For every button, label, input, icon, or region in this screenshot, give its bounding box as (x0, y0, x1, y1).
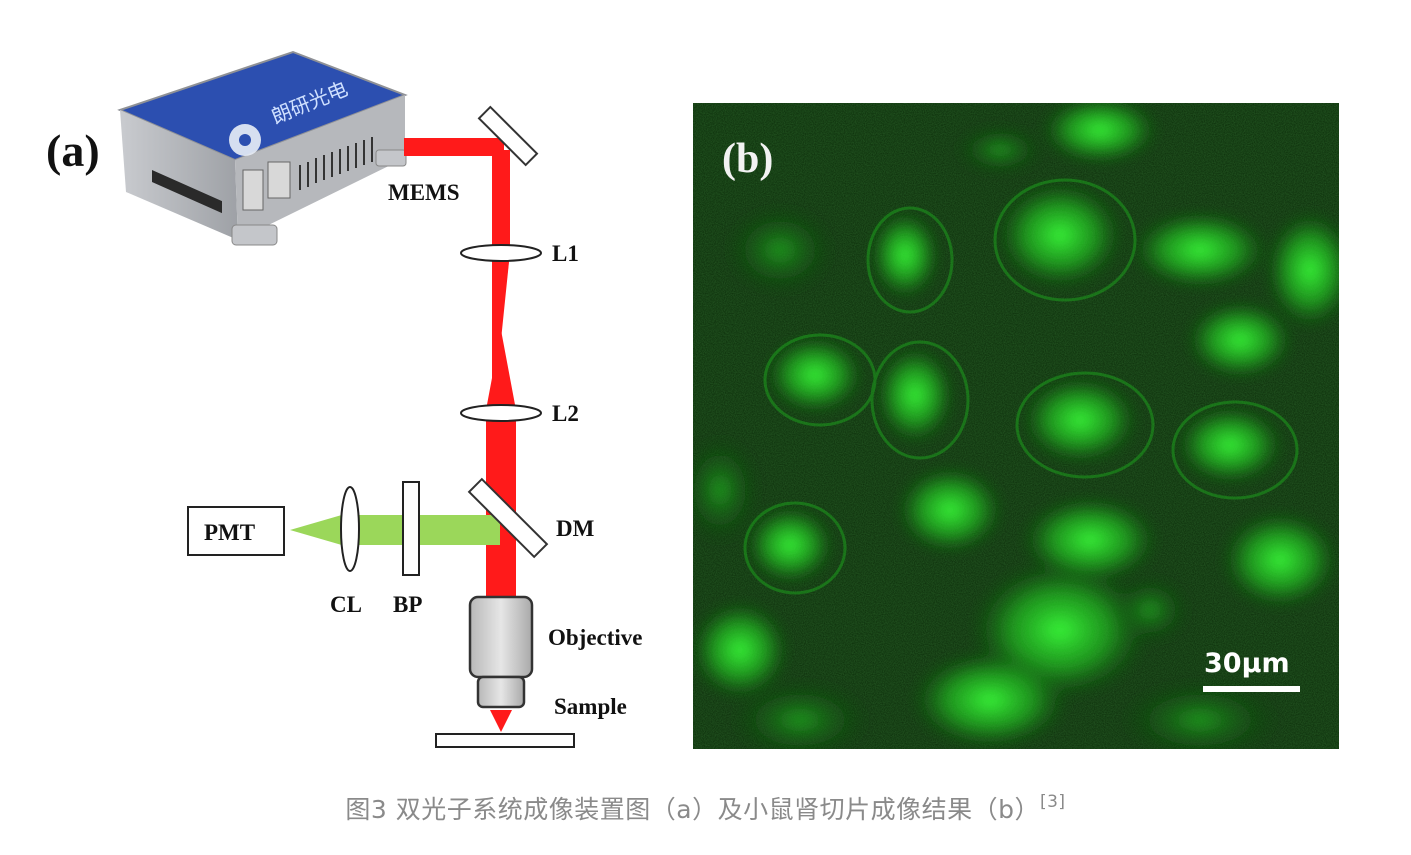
cl-label: CL (330, 592, 362, 617)
pmt-box (187, 506, 285, 556)
pmt-label: PMT (204, 520, 255, 545)
fluorescence-cone (290, 512, 352, 548)
panel-a: (a) 朗研光电 (46, 50, 643, 748)
figure-caption: 图3 双光子系统成像装置图（a）及小鼠肾切片成像结果（b）[3] (0, 790, 1411, 826)
objective-lens (468, 595, 534, 732)
mems-mirror (477, 105, 539, 167)
l1-label: L1 (552, 241, 579, 266)
figure: (a) 朗研光电 (46, 50, 1339, 749)
dm-label: DM (556, 516, 595, 541)
sample-label: Sample (554, 694, 627, 719)
fluorescence-beam (350, 515, 500, 545)
bandpass-filter (402, 481, 420, 576)
sample-slide (435, 733, 575, 748)
objective-label: Objective (548, 625, 643, 650)
collecting-lens (340, 486, 360, 572)
dichroic-mirror (467, 477, 549, 559)
panel-a-label: (a) (46, 125, 100, 176)
caption-reference[interactable]: [3] (1039, 792, 1066, 812)
kidney-tissue-cells (693, 103, 1339, 749)
caption-text: 图3 双光子系统成像装置图（a）及小鼠肾切片成像结果（b） (345, 795, 1040, 824)
l2-label: L2 (552, 401, 579, 426)
device-logo-icon (229, 124, 261, 156)
scale-bar (1203, 686, 1300, 692)
mems-label: MEMS (388, 180, 460, 205)
panel-b-label: (b) (722, 136, 773, 182)
bp-label: BP (393, 592, 422, 617)
laser-device: 朗研光电 (117, 50, 408, 246)
lens-l2 (460, 404, 542, 422)
panel-b: (b) 30μm (693, 103, 1339, 749)
laser-beam-mems-l1 (492, 150, 510, 248)
scale-bar-label: 30μm (1204, 648, 1290, 679)
laser-beam-horizontal (404, 138, 504, 156)
lens-l1 (460, 244, 542, 262)
